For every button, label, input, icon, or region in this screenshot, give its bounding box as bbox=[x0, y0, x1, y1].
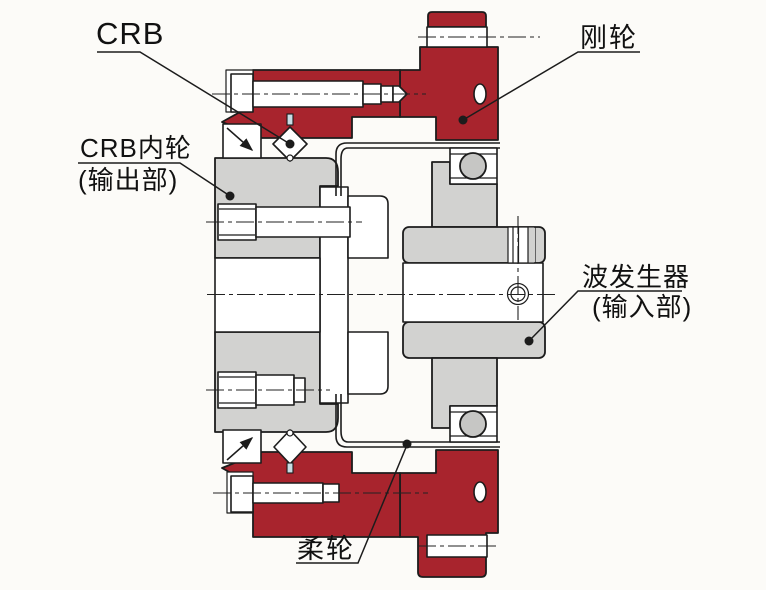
wave-generator-lower-flange bbox=[402, 321, 546, 359]
lower-flange-hole bbox=[473, 481, 487, 503]
leader-flex-spline bbox=[296, 444, 408, 564]
labels: CRB 刚轮 CRB内轮 (输出部) 波发生器 (输入部) 柔轮 bbox=[78, 16, 692, 564]
clamp-band-stripes bbox=[507, 226, 536, 264]
crb-roller-diamond-bottom bbox=[273, 429, 307, 474]
wave-generator-bearing-bottom bbox=[449, 405, 498, 443]
label-flex-spline: 柔轮 bbox=[297, 534, 355, 564]
leader-lines bbox=[78, 51, 682, 564]
label-wave-generator-line1: 波发生器 bbox=[582, 262, 690, 292]
label-rigid-spline: 刚轮 bbox=[580, 23, 638, 53]
clamp-boss-upper bbox=[347, 195, 389, 259]
centerlines bbox=[206, 36, 557, 547]
label-crb: CRB bbox=[96, 16, 164, 51]
leader-wave-generator bbox=[528, 290, 682, 342]
crb-roller-square-top bbox=[222, 123, 262, 159]
wave-generator-bearing-top bbox=[449, 147, 498, 185]
leader-crb-inner bbox=[78, 162, 231, 197]
upper-flange-hole bbox=[473, 83, 487, 105]
clamp-boss-lower bbox=[347, 331, 389, 395]
label-crb-inner-line1: CRB内轮 bbox=[80, 133, 192, 163]
leader-crb bbox=[97, 51, 291, 145]
crb-roller-square-bottom bbox=[222, 429, 262, 464]
rigid-spline-lower-body bbox=[399, 449, 499, 578]
rigid-spline-upper-cap bbox=[427, 11, 487, 28]
flexspline-cup-wall bbox=[335, 142, 500, 448]
bearing-ball-bottom bbox=[459, 410, 487, 438]
leader-rigid-spline bbox=[462, 51, 640, 121]
label-wave-generator-line2: (输入部) bbox=[592, 292, 692, 322]
rigid-spline-upper-body bbox=[399, 46, 499, 141]
wave-generator-bore bbox=[402, 262, 544, 323]
bearing-ball-top bbox=[459, 152, 487, 180]
label-crb-inner-line2: (输出部) bbox=[78, 165, 178, 195]
